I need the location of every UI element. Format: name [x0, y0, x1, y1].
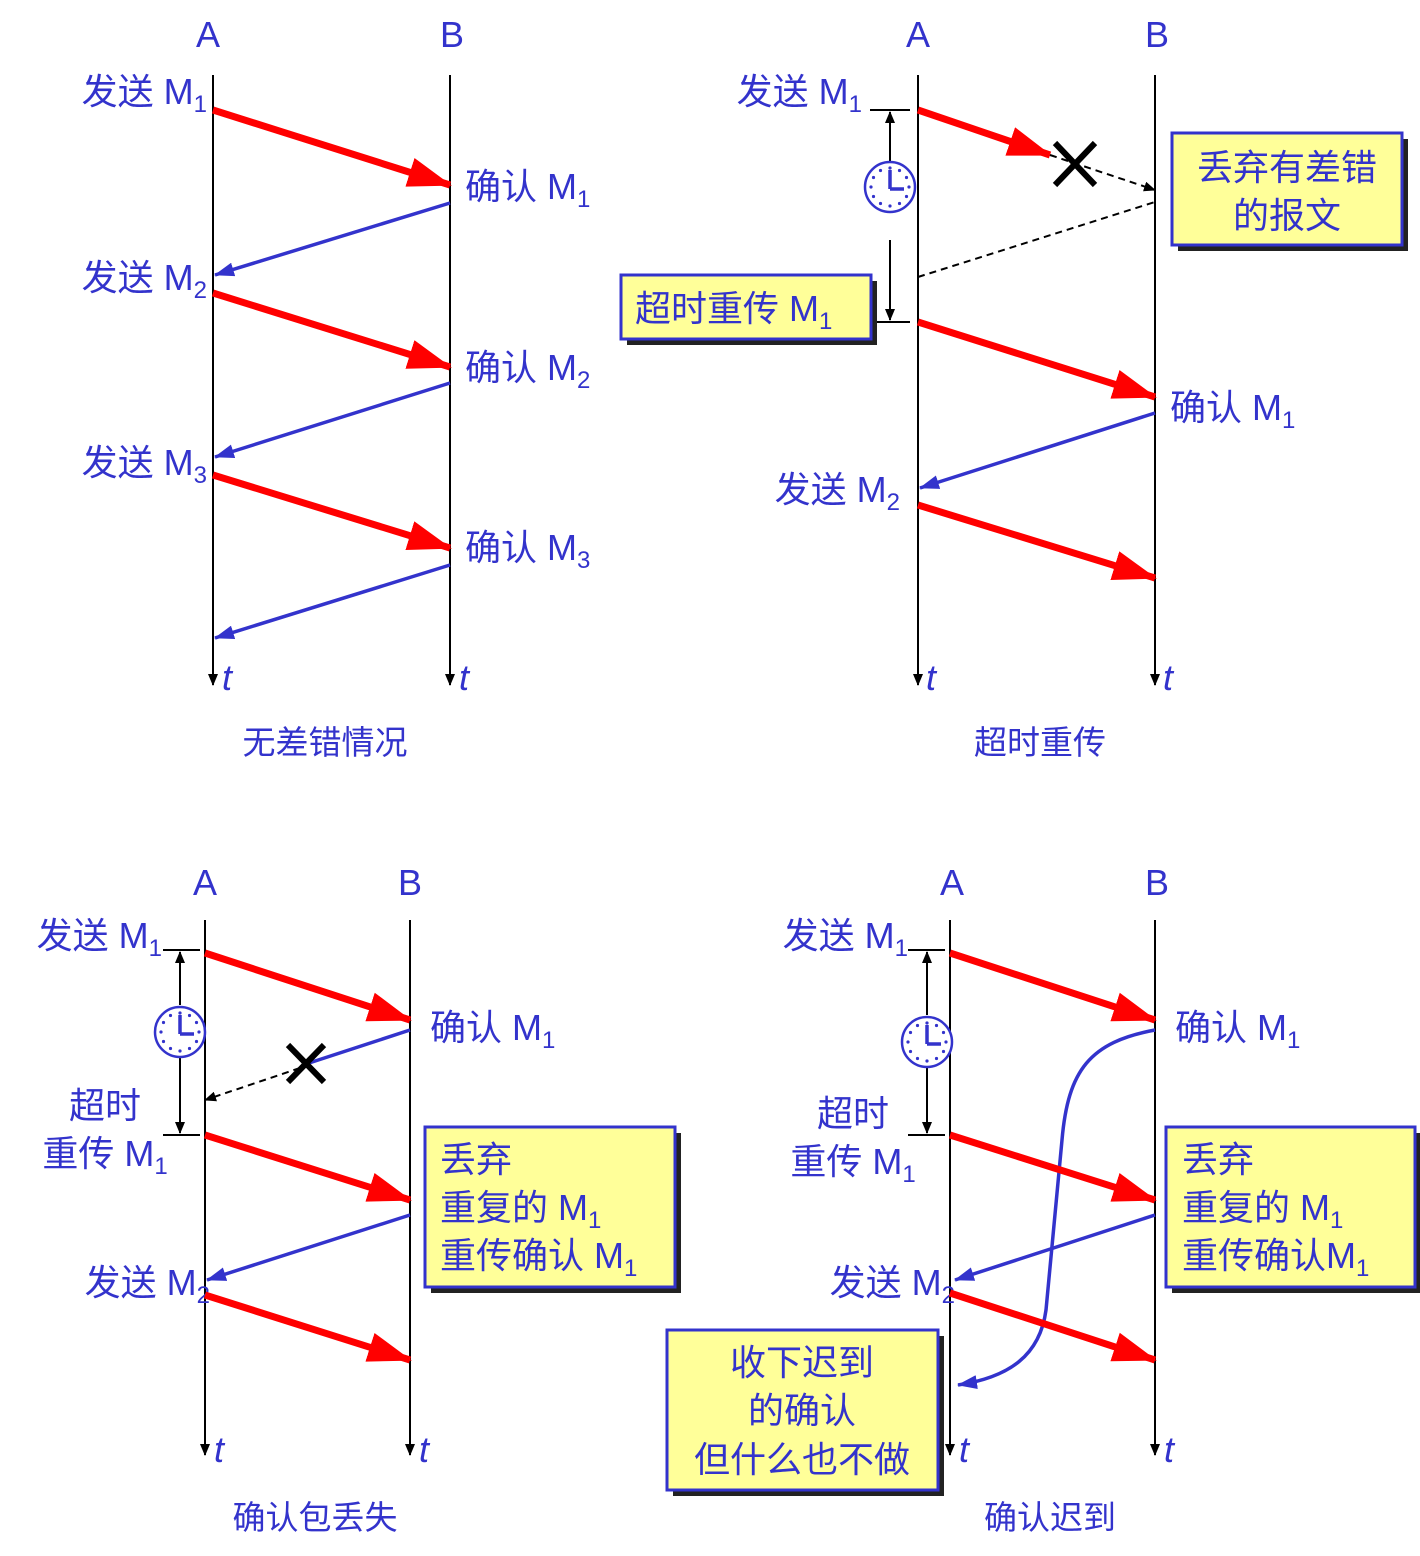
- send-m1-label: 发送 M1: [82, 71, 207, 118]
- data-arrow: [916, 501, 1157, 582]
- data-arrow: [203, 1291, 412, 1364]
- host-a-label: A: [940, 862, 964, 903]
- send-m1-label: 发送 M1: [737, 71, 862, 118]
- timeout-label: 超时: [69, 1085, 141, 1126]
- accept-late-ack-note: 收下迟到 的确认 但什么也不做: [665, 1328, 944, 1496]
- ack-arrow: [206, 1213, 411, 1282]
- note-line: 但什么也不做: [694, 1439, 910, 1480]
- timeout-retransmit-note: 超时重传 M1: [619, 273, 877, 345]
- host-a-label: A: [906, 14, 930, 55]
- ack-m1-label: 确认 M1: [430, 1007, 555, 1054]
- clock-icon: [900, 1015, 954, 1069]
- data-arrow: [211, 106, 452, 189]
- send-m1-label: 发送 M1: [37, 915, 162, 962]
- time-label-b: t: [1163, 657, 1175, 698]
- panel-ack-late: A B t t 发送 M1 确认 M1 超时 重传 M1 丢弃 重复的 M1 重…: [665, 862, 1420, 1536]
- ack-m3-label: 确认 M3: [465, 527, 590, 574]
- note-line: 重传确认 M1: [440, 1235, 637, 1282]
- send-m2-label: 发送 M2: [85, 1262, 210, 1309]
- time-label-a: t: [959, 1429, 971, 1470]
- panel-ack-lost: A B t t 发送 M1 确认 M1 超时 重传 M1 丢弃 重复的 M1 重…: [37, 862, 681, 1536]
- ack-arrow: [214, 381, 451, 459]
- error-x-icon: [285, 1042, 327, 1085]
- data-arrow: [948, 1289, 1157, 1364]
- ack-m1-label: 确认 M1: [1175, 1007, 1300, 1054]
- discard-error-note: 丢弃有差错 的报文: [1170, 131, 1408, 251]
- timeout-label: 超时: [817, 1093, 889, 1134]
- retransmit-m1-label: 重传 M1: [790, 1141, 915, 1188]
- panel-caption: 超时重传: [974, 724, 1106, 761]
- note-line: 重复的 M1: [440, 1187, 601, 1234]
- time-label-b: t: [419, 1429, 431, 1470]
- panel-caption: 确认迟到: [984, 1499, 1116, 1536]
- data-arrow: [916, 318, 1157, 401]
- ack-arrow-lost: [305, 1028, 411, 1066]
- ack-m1-label: 确认 M1: [465, 166, 590, 213]
- timeout-path: [917, 201, 1156, 278]
- clock-icon: [863, 160, 917, 214]
- send-m2-label: 发送 M2: [82, 257, 207, 304]
- error-x-icon: [1052, 140, 1098, 188]
- note-line: 丢弃: [1182, 1139, 1254, 1180]
- discard-duplicate-note: 丢弃 重复的 M1 重传确认 M1: [423, 1125, 681, 1293]
- host-b-label: B: [1145, 14, 1169, 55]
- ack-arrow: [214, 201, 451, 277]
- host-b-label: B: [1145, 862, 1169, 903]
- clock-icon: [153, 1005, 207, 1059]
- ack-arrow: [954, 1213, 1156, 1282]
- note-line: 的报文: [1233, 195, 1341, 236]
- retransmit-m1-label: 重传 M1: [42, 1133, 167, 1180]
- ack-arrow: [919, 411, 1156, 490]
- note-line: 丢弃: [440, 1139, 512, 1180]
- panel-caption: 无差错情况: [243, 724, 408, 761]
- ack-m1-label: 确认 M1: [1170, 387, 1295, 434]
- data-arrow: [211, 471, 452, 552]
- late-ack-arrow: [957, 1028, 1156, 1390]
- data-arrow: [948, 949, 1157, 1024]
- host-b-label: B: [398, 862, 422, 903]
- note-line: 重传确认M1: [1182, 1235, 1369, 1282]
- time-label-a: t: [926, 657, 938, 698]
- note-line: 收下迟到: [730, 1342, 874, 1383]
- panel-caption: 确认包丢失: [233, 1499, 398, 1536]
- note-line: 丢弃有差错: [1197, 147, 1377, 188]
- time-label-b: t: [1164, 1429, 1176, 1470]
- send-m2-label: 发送 M2: [830, 1262, 955, 1309]
- data-arrow: [211, 289, 452, 371]
- send-m1-label: 发送 M1: [783, 915, 908, 962]
- note-line: 的确认: [748, 1390, 856, 1431]
- host-a-label: A: [193, 862, 217, 903]
- corrupted-path: [1049, 154, 1156, 192]
- data-arrow: [916, 106, 1052, 159]
- lost-path: [204, 1067, 301, 1102]
- note-line: 重复的 M1: [1182, 1187, 1343, 1234]
- data-arrow: [203, 949, 412, 1024]
- time-label-a: t: [214, 1429, 226, 1470]
- data-arrow: [203, 1131, 412, 1204]
- ack-arrow: [214, 563, 451, 640]
- panel-no-error: A B t t 发送 M1 确认 M1 发送 M2 确认 M2 发送 M3 确认…: [82, 14, 591, 761]
- host-a-label: A: [196, 14, 220, 55]
- data-arrow: [948, 1131, 1157, 1204]
- panel-timeout-retransmit: A B t t 发送 M1 丢弃有差错 的报文 超时重传 M1 确认 M1 发送…: [619, 14, 1408, 761]
- send-m2-label: 发送 M2: [775, 469, 900, 516]
- host-b-label: B: [440, 14, 464, 55]
- note-line: 超时重传 M1: [635, 288, 832, 335]
- send-m3-label: 发送 M3: [82, 442, 207, 489]
- time-label-b: t: [459, 657, 471, 698]
- time-label-a: t: [222, 657, 234, 698]
- ack-m2-label: 确认 M2: [465, 347, 590, 394]
- discard-duplicate-note: 丢弃 重复的 M1 重传确认M1: [1164, 1125, 1420, 1293]
